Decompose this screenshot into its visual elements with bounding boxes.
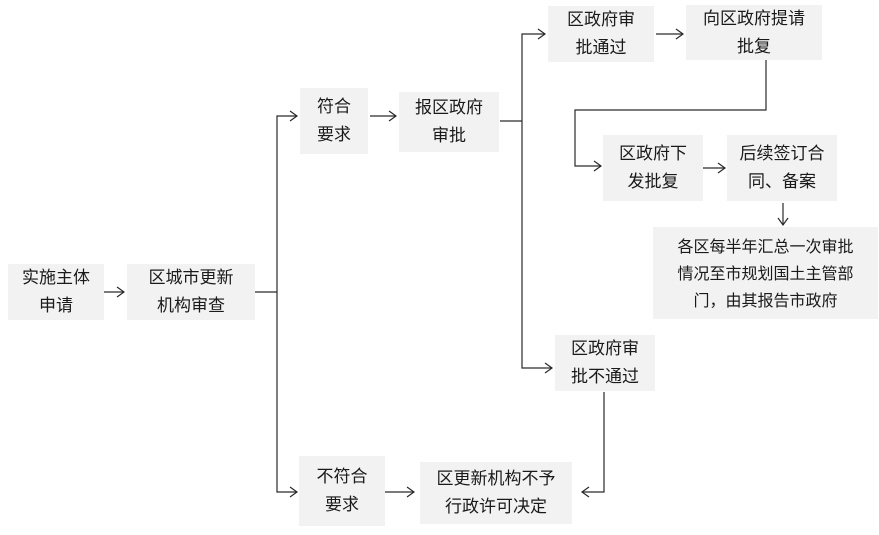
node-approved: 区政府审批通过	[548, 6, 654, 62]
node-summary: 各区每半年汇总一次审批情况至市规划国土主管部门，由其报告市政府	[653, 227, 878, 319]
node-review: 区城市更新机构审查	[127, 264, 255, 320]
arrowhead-deny-left	[406, 486, 416, 498]
arrowhead-rejected	[544, 362, 554, 374]
arrowhead-issue	[593, 160, 603, 172]
node-sign-contract: 后续签订合同、备案	[727, 135, 837, 201]
node-deny-line-2: 行政许可决定	[445, 497, 547, 517]
node-apply-line-1: 实施主体	[22, 268, 90, 288]
connector-report-vertical	[521, 33, 552, 369]
node-apply-line-2: 申请	[39, 296, 73, 316]
node-summary-line-1: 各区每半年汇总一次审批	[677, 236, 854, 256]
node-issue-reply-line-1: 区政府下	[619, 144, 687, 164]
node-summary-line-3: 门，由其报告市政府	[693, 290, 838, 310]
node-meets-line-1: 符合	[317, 97, 351, 117]
arrowhead-deny-right	[580, 486, 590, 498]
arrowhead-review	[116, 286, 126, 298]
node-deny: 区更新机构不予行政许可决定	[420, 462, 572, 524]
node-request-reply: 向区政府提请批复	[686, 5, 822, 60]
node-not-meets: 不符合要求	[299, 456, 385, 526]
arrowhead-request	[675, 28, 685, 40]
node-deny-line-1: 区更新机构不予	[436, 469, 556, 489]
node-issue-reply-line-2: 发批复	[627, 172, 679, 192]
node-not-meets-line-2: 要求	[325, 495, 359, 515]
arrowhead-approved	[537, 28, 547, 40]
node-request-reply-line-2: 批复	[737, 36, 771, 57]
connector-rejected-deny	[582, 392, 605, 493]
node-request-reply-line-1: 向区政府提请	[703, 8, 805, 29]
node-sign-contract-line-2: 同、备案	[748, 172, 816, 192]
arrowhead-meets	[289, 110, 299, 122]
node-approved-line-2: 批通过	[575, 38, 627, 58]
node-rejected-line-1: 区政府审	[571, 339, 639, 359]
arrowhead-summary	[777, 217, 789, 227]
node-rejected: 区政府审批不通过	[555, 335, 655, 391]
node-report-line-2: 审批	[432, 126, 466, 146]
node-apply: 实施主体申请	[8, 264, 104, 320]
arrowhead-sign	[717, 162, 727, 174]
arrowhead-not-meets	[289, 486, 299, 498]
node-report-line-1: 报区政府	[415, 98, 483, 118]
node-approved-line-1: 区政府审	[567, 10, 635, 30]
node-issue-reply: 区政府下发批复	[603, 135, 703, 201]
node-report: 报区政府审批	[399, 92, 499, 152]
node-summary-line-2: 情况至市规划国土主管部	[677, 263, 854, 283]
node-meets-line-2: 要求	[317, 125, 351, 145]
node-not-meets-line-1: 不符合	[316, 467, 368, 487]
node-review-line-2: 机构审查	[157, 296, 225, 316]
node-meets: 符合要求	[300, 88, 368, 154]
node-sign-contract-line-1: 后续签订合	[739, 144, 825, 164]
connector-request-issue	[574, 60, 767, 167]
node-review-line-1: 区城市更新	[148, 268, 234, 288]
arrowhead-report	[388, 110, 398, 122]
connector-branch-vertical	[276, 115, 297, 493]
node-rejected-line-2: 批不通过	[571, 367, 639, 387]
